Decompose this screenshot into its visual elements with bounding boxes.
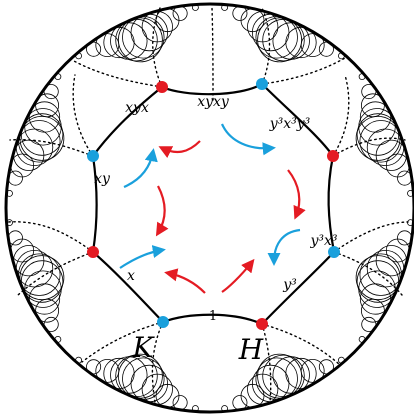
boundary-circle [285, 26, 317, 59]
boundary-circle [359, 283, 392, 315]
red-vertex-bottom-right [256, 318, 268, 330]
boundary-circle [117, 353, 163, 399]
label-y3x3y3: y³x³y³ [269, 116, 311, 132]
boundary-circle [95, 358, 120, 383]
labels: 1 x xy xyx xyxy y³x³y³ y³x³ y³ K H [94, 94, 338, 366]
boundary-circle [28, 101, 61, 133]
boundary-circle [103, 357, 135, 390]
blue-vertex-right-bottom [328, 246, 340, 258]
label-xyxy: xyxy [197, 94, 230, 110]
disk-boundary [4, 2, 414, 414]
boundary-circle [300, 33, 325, 57]
blue-arrow-y3x3-to-y3 [267, 228, 301, 266]
boundary-circle [355, 255, 401, 301]
red-arrow-y3x3y3-to-y3x3 [287, 169, 306, 220]
blue-vertex-top-right [256, 78, 268, 90]
red-arrow-xy-to-xyx [155, 185, 169, 237]
boundary-circle [257, 353, 303, 399]
red-vertex-right-top [327, 150, 339, 162]
label-x: x [127, 268, 135, 284]
central-octagon [91, 83, 336, 326]
label-xyx: xyx [125, 100, 149, 116]
label-y3x3: y³x³ [309, 233, 337, 249]
boundary-circle [19, 255, 65, 301]
label-y3: y³ [282, 277, 297, 293]
blue-arrow-x-to-xy [119, 245, 166, 269]
boundary-circles [6, 4, 414, 412]
dotted-geodesics [7, 7, 409, 403]
blue-vertex-left-top [87, 150, 99, 162]
boundary-circle [272, 22, 310, 60]
label-H: H [238, 333, 264, 366]
red-vertex-left-bottom [87, 246, 99, 258]
boundary-circle [19, 115, 65, 161]
boundary-circle [360, 298, 385, 323]
boundary-circle [35, 93, 59, 118]
arrows [119, 123, 306, 294]
boundary-circle [358, 270, 396, 308]
label-K: K [132, 331, 156, 364]
blue-vertex-bottom-left [157, 316, 169, 328]
boundary-circle [257, 17, 303, 63]
label-one: 1 [209, 309, 217, 324]
red-arrow-1-to-y3 [221, 258, 255, 293]
red-arrow-xyxy-to-xyx [158, 140, 201, 159]
red-arrow-1-to-x [164, 268, 206, 294]
boundary-circle [117, 17, 163, 63]
label-xy: xy [94, 171, 111, 187]
vertices [87, 78, 340, 330]
blue-arrow-xyx-to-xyxy [123, 148, 158, 189]
blue-arrow-xyxy-to-y3x3y3 [220, 123, 276, 156]
red-vertex-top-left [156, 81, 168, 93]
boundary-circle [110, 356, 148, 394]
boundary-circle [24, 108, 62, 146]
